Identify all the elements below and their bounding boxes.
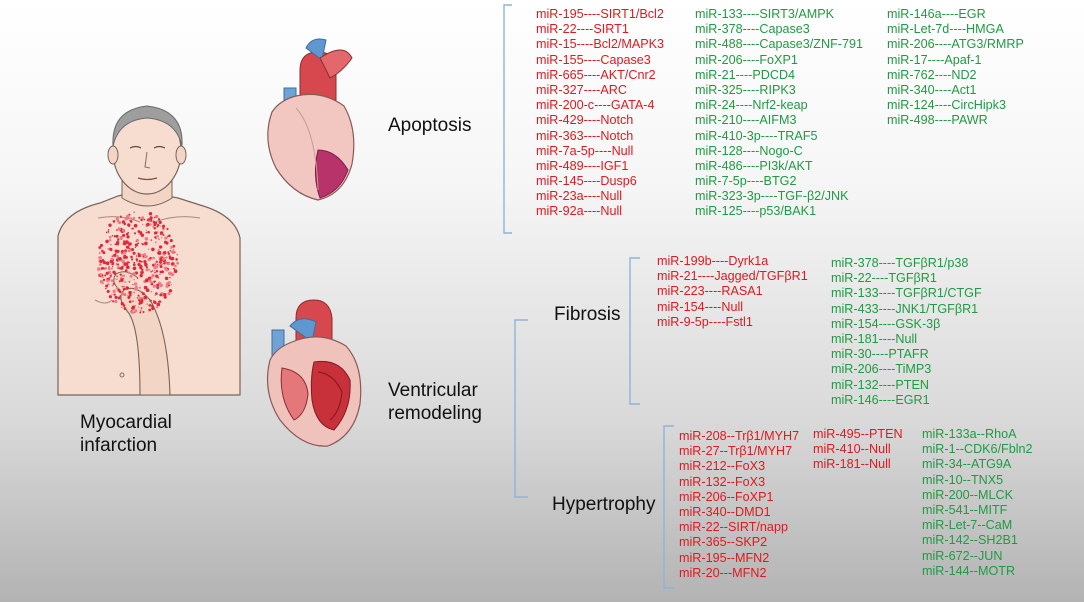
mirna-item: miR-125----p53/BAK1 (695, 204, 817, 219)
mirna-item: miR-142--SH2B1 (922, 533, 1018, 548)
mirna-item: miR-22----TGFβR1 (831, 271, 937, 286)
mirna-item: miR-199b----Dyrk1a (657, 254, 769, 268)
mirna-item: miR-672--JUN (922, 548, 1003, 563)
mirna-item: miR-155----Capase3 (536, 52, 651, 67)
mirna-item: miR-208--Trβ1/MYH7 (679, 429, 800, 443)
mirna-item: miR-30----PTAFR (831, 347, 929, 362)
mirna-item: miR-23a----Null (536, 189, 623, 204)
mirna-item: miR-488----Capase3/ZNF-791 (695, 37, 863, 52)
mirna-item: miR-34--ATG9A (922, 457, 1012, 472)
mirna-item: miR-124----CircHipk3 (887, 98, 1006, 113)
mirna-item: miR-133----TGFβR1/CTGF (831, 286, 982, 301)
mirna-item: miR-410--Null (813, 442, 891, 457)
mirna-item: miR-27--Trβ1/MYH7 (679, 444, 793, 459)
mirna-item: miR-486----PI3k/AKT (695, 158, 813, 173)
mirna-item: miR-206----TiMP3 (831, 362, 932, 377)
apoptosis-bracket (503, 4, 512, 234)
fibrosis-label: Fibrosis (554, 304, 621, 325)
mirna-item: miR-10--TNX5 (922, 472, 1004, 487)
mirna-item: miR-146----EGR1 (831, 392, 930, 407)
mirna-item: miR-223----RASA1 (657, 284, 763, 299)
mirna-item: miR-495--PTEN (813, 427, 903, 441)
mirna-item: miR-327----ARC (536, 82, 627, 97)
mirna-item: miR-762----ND2 (887, 67, 977, 82)
remodeling-bracket (514, 319, 528, 498)
mirna-item: miR-541--MITF (922, 502, 1008, 517)
mirna-item: miR-195----SIRT1/Bcl2 (536, 7, 664, 21)
mirna-item: miR-22--SIRT/napp (679, 520, 788, 535)
mirna-item: miR-378----Capase3 (695, 22, 810, 37)
mirna-item: miR-200--MLCK (922, 487, 1013, 502)
mirna-item: miR-206--FoXP1 (679, 489, 774, 504)
mirna-item: miR-340----Act1 (887, 82, 977, 97)
mirna-item: miR-363----Notch (536, 128, 634, 143)
mirna-item: miR-323-3p----TGF-β2/JNK (695, 189, 849, 204)
mirna-item: miR-195--MFN2 (679, 550, 770, 565)
mirna-item: miR-21----PDCD4 (695, 67, 796, 82)
mirna-item: miR-181----Null (831, 331, 918, 346)
fibrosis-bracket (629, 257, 640, 405)
mirna-item: miR-132--FoX3 (679, 474, 766, 489)
mirna-item: miR-206----ATG3/RMRP (887, 37, 1024, 52)
mirna-item: miR-200-c----GATA-4 (536, 98, 655, 113)
mirna-item: miR-429----Notch (536, 113, 634, 128)
mirna-item: miR-17----Apaf-1 (887, 52, 982, 67)
mirna-item: miR-154----GSK-3β (831, 316, 941, 331)
mirna-item: miR-378----TGFβR1/p38 (831, 256, 969, 270)
mirna-item: miR-144--MOTR (922, 563, 1016, 578)
mirna-item: miR-1--CDK6/Fbln2 (922, 442, 1033, 457)
ventricular-remodeling-label: Ventricular remodeling (388, 380, 482, 424)
hypertrophy-label: Hypertrophy (552, 494, 656, 515)
mirna-item: miR-181--Null (813, 457, 891, 472)
myocardial-infarction-label: Myocardial infarction (80, 412, 172, 456)
mirna-item: miR-Let-7d----HMGA (887, 22, 1004, 37)
mirna-item: miR-132----PTEN (831, 377, 929, 392)
mirna-item: miR-410-3p----TRAF5 (695, 128, 818, 143)
mirna-item: miR-133----SIRT3/AMPK (695, 7, 835, 21)
mirna-item: miR-340--DMD1 (679, 504, 771, 519)
mirna-item: miR-146a----EGR (887, 7, 986, 21)
mirna-item: miR-15----Bcl2/MAPK3 (536, 37, 665, 52)
mirna-item: miR-206----FoXP1 (695, 52, 798, 67)
mirna-item: miR-21----Jagged/TGFβR1 (657, 269, 808, 284)
mirna-item: miR-7a-5p----Null (536, 143, 634, 158)
apoptosis-label: Apoptosis (388, 115, 472, 136)
mirna-item: miR-20---MFN2 (679, 565, 767, 580)
mirna-item: miR-133a--RhoA (922, 427, 1017, 441)
mirna-item: miR-365--SKP2 (679, 535, 768, 550)
hypertrophy-bracket (663, 425, 674, 589)
mirna-item: miR-665----AKT/Cnr2 (536, 67, 656, 82)
mirna-item: miR-9-5p----Fstl1 (657, 314, 753, 329)
mirna-item: miR-212--FoX3 (679, 459, 766, 474)
mirna-item: miR-489----IGF1 (536, 158, 629, 173)
mirna-item: miR-154----Null (657, 299, 744, 314)
mirna-item: miR-498----PAWR (887, 113, 988, 128)
mirna-item: miR-24----Nrf2-keap (695, 98, 808, 113)
mirna-item: miR-Let-7--CaM (922, 518, 1013, 533)
mirna-item: miR-7-5p----BTG2 (695, 174, 797, 189)
mirna-item: miR-128----Nogo-C (695, 143, 803, 158)
mirna-item: miR-145----Dusp6 (536, 174, 637, 189)
mirna-item: miR-92a----Null (536, 204, 623, 219)
mirna-item: miR-433----JNK1/TGFβR1 (831, 301, 979, 316)
mirna-item: miR-210----AIFM3 (695, 113, 797, 128)
mirna-item: miR-22----SIRT1 (536, 22, 629, 37)
mirna-item: miR-325----RIPK3 (695, 82, 796, 97)
